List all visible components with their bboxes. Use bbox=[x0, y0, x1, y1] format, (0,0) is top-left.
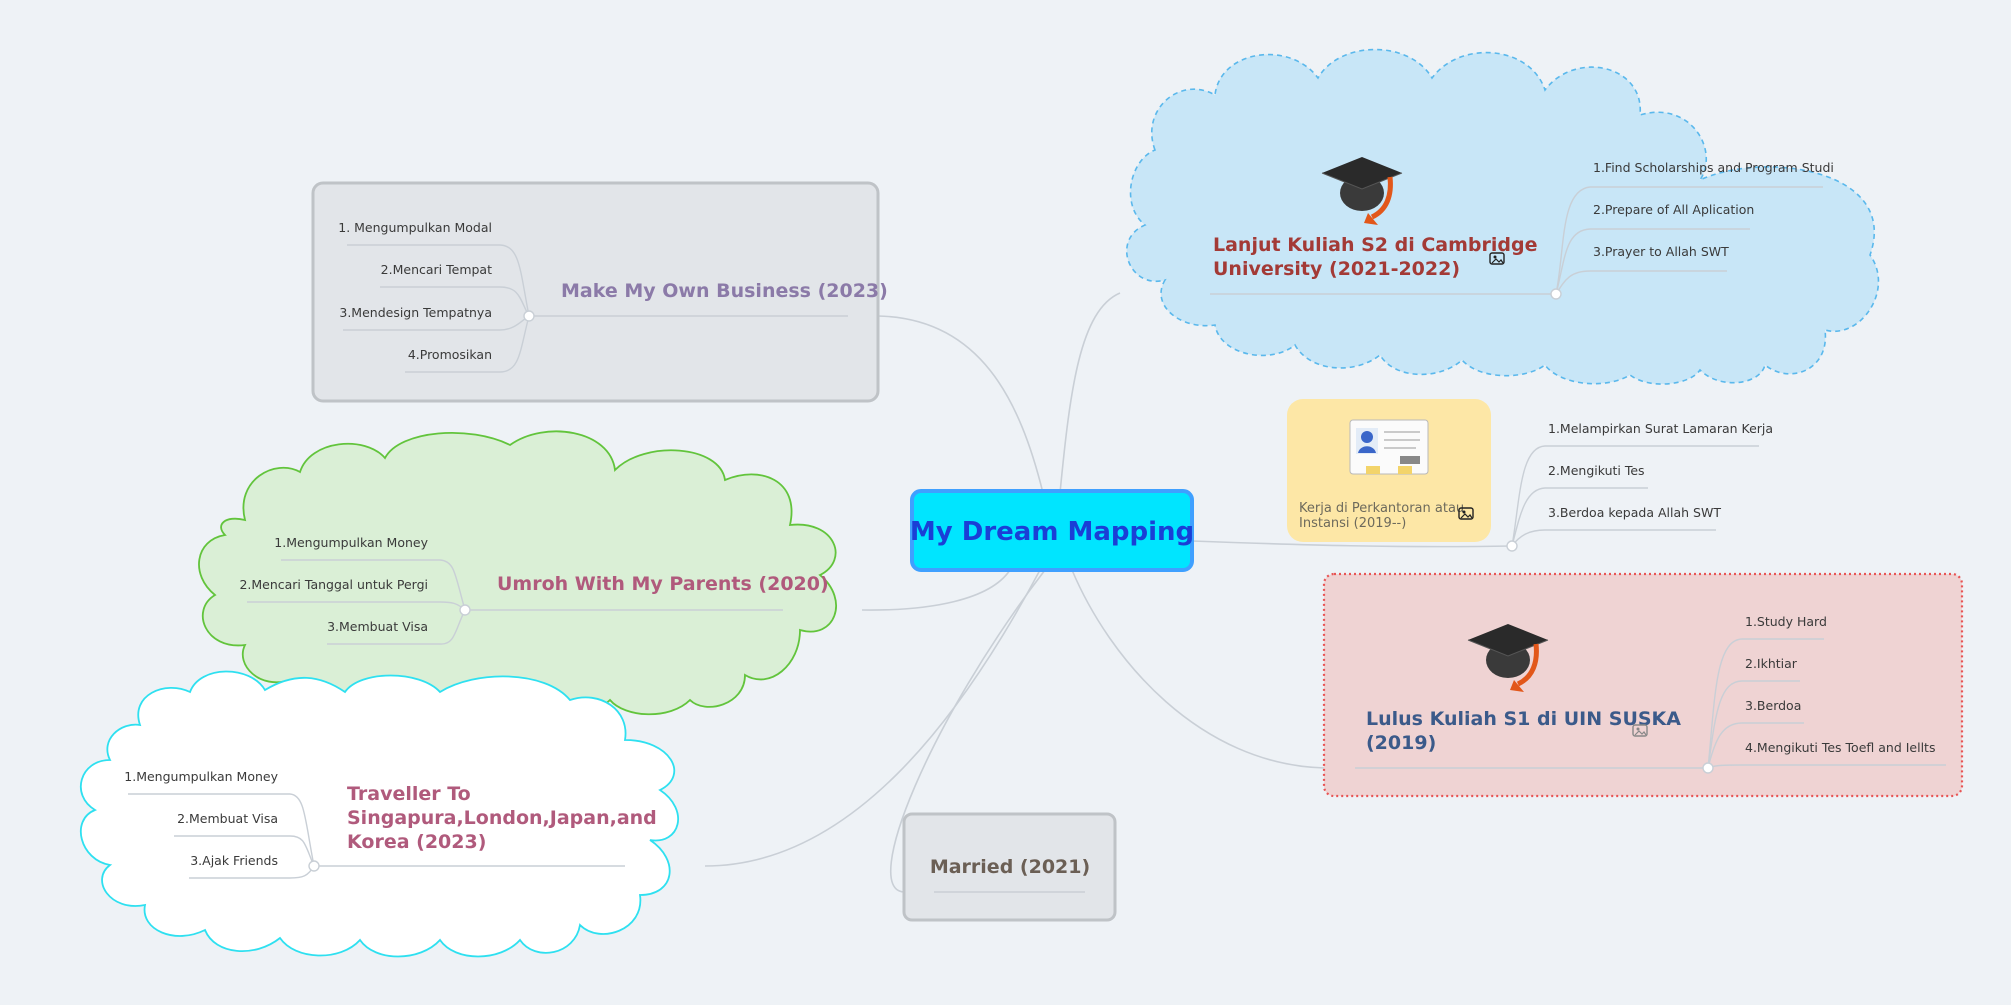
list-item[interactable]: 3.Mendesign Tempatnya bbox=[339, 305, 492, 320]
branch-business[interactable]: Make My Own Business (2023) 1. Mengumpul… bbox=[311, 181, 888, 403]
list-item[interactable]: 4.Promosikan bbox=[408, 347, 492, 362]
list-item[interactable]: 3.Prayer to Allah SWT bbox=[1593, 244, 1729, 259]
list-item[interactable]: 1.Mengumpulkan Money bbox=[274, 535, 428, 550]
list-item[interactable]: 3.Membuat Visa bbox=[327, 619, 428, 634]
cloud-shape bbox=[1126, 48, 1880, 385]
list-item[interactable]: 2.Ikhtiar bbox=[1745, 656, 1798, 671]
branch-title: Make My Own Business (2023) bbox=[561, 280, 888, 302]
sub-connectors bbox=[1707, 638, 1946, 769]
connector-traveller bbox=[704, 569, 1041, 867]
central-topic-box bbox=[910, 489, 1194, 572]
list-item[interactable]: 3.Ajak Friends bbox=[190, 853, 278, 868]
branch-suska[interactable]: Lulus Kuliah S1 di UIN SUSKA (2019) 1.St… bbox=[1322, 572, 1964, 798]
branch-title: Married (2021) bbox=[930, 856, 1090, 878]
branch-title-line1: Traveller To bbox=[347, 783, 471, 805]
branch-traveller[interactable]: Traveller To Singapura,London,Japan,and … bbox=[79, 670, 679, 958]
list-item[interactable]: 3.Berdoa bbox=[1745, 698, 1801, 713]
list-item[interactable]: 2.Mencari Tempat bbox=[381, 262, 492, 277]
branch-kerja[interactable]: Kerja di Perkantoran atau Instansi (2019… bbox=[1287, 399, 1773, 552]
sub-connectors bbox=[1555, 186, 1823, 295]
sub-connectors bbox=[1511, 445, 1759, 547]
connector-cambridge bbox=[1059, 292, 1121, 494]
list-item[interactable]: 2.Mencari Tanggal untuk Pergi bbox=[239, 577, 428, 592]
branch-title-line2: Instansi (2019--) bbox=[1299, 516, 1406, 531]
sub-connectors bbox=[343, 244, 530, 373]
list-item[interactable]: 4.Mengikuti Tes Toefl and Iellts bbox=[1745, 740, 1935, 755]
connector-married bbox=[889, 569, 1046, 893]
branch-married[interactable]: Married (2021) bbox=[902, 812, 1117, 922]
image-icon[interactable] bbox=[1489, 252, 1505, 265]
branch-title-line1: Lulus Kuliah S1 di UIN SUSKA bbox=[1366, 708, 1681, 730]
id-card-icon bbox=[1349, 419, 1429, 475]
sub-connectors bbox=[247, 559, 466, 645]
central-topic-title: My Dream Mapping bbox=[910, 517, 1194, 547]
list-item[interactable]: 2.Membuat Visa bbox=[177, 811, 278, 826]
list-item[interactable]: 1.Find Scholarships and Program Studi bbox=[1593, 160, 1834, 175]
collapse-toggle[interactable] bbox=[459, 604, 471, 616]
connector-suska bbox=[1071, 569, 1326, 769]
branch-title-line2: University (2021-2022) bbox=[1213, 258, 1460, 280]
branch-title-line2: Singapura,London,Japan,and bbox=[347, 807, 657, 829]
graduation-cap-icon bbox=[1467, 624, 1549, 692]
connector-kerja bbox=[1191, 540, 1513, 548]
collapse-toggle[interactable] bbox=[308, 860, 320, 872]
connector-umroh bbox=[861, 569, 1011, 611]
card-shape bbox=[311, 181, 880, 403]
branch-title-line1: Lanjut Kuliah S2 di Cambridge bbox=[1213, 234, 1537, 256]
collapse-toggle[interactable] bbox=[1550, 288, 1562, 300]
branch-title: Umroh With My Parents (2020) bbox=[497, 573, 829, 595]
branch-title-line2: (2019) bbox=[1366, 732, 1436, 754]
list-item[interactable]: 1.Study Hard bbox=[1745, 614, 1827, 629]
branch-cambridge[interactable]: Lanjut Kuliah S2 di Cambridge University… bbox=[1126, 48, 1880, 385]
card-shape bbox=[902, 812, 1117, 922]
list-item[interactable]: 1.Melampirkan Surat Lamaran Kerja bbox=[1548, 421, 1773, 436]
list-item[interactable]: 1.Mengumpulkan Money bbox=[124, 769, 278, 784]
collapse-toggle[interactable] bbox=[1702, 762, 1714, 774]
sub-connectors bbox=[128, 793, 315, 879]
central-topic[interactable]: My Dream Mapping bbox=[910, 489, 1194, 572]
image-icon[interactable] bbox=[1458, 507, 1474, 520]
card-shape bbox=[1322, 572, 1964, 798]
connector-lines bbox=[704, 292, 1513, 893]
connector-business bbox=[877, 315, 1044, 494]
collapse-toggle[interactable] bbox=[1506, 540, 1518, 552]
collapse-toggle[interactable] bbox=[523, 310, 535, 322]
image-icon[interactable] bbox=[1632, 724, 1648, 737]
branch-title-line1: Kerja di Perkantoran atau bbox=[1299, 501, 1464, 516]
list-item[interactable]: 2.Prepare of All Aplication bbox=[1593, 202, 1754, 217]
cloud-shape bbox=[79, 670, 679, 958]
list-item[interactable]: 3.Berdoa kepada Allah SWT bbox=[1548, 505, 1721, 520]
graduation-cap-icon bbox=[1321, 157, 1403, 225]
list-item[interactable]: 1. Mengumpulkan Modal bbox=[338, 220, 492, 235]
list-item[interactable]: 2.Mengikuti Tes bbox=[1548, 463, 1645, 478]
branch-umroh[interactable]: Umroh With My Parents (2020) 1.Mengumpul… bbox=[198, 430, 837, 716]
branch-title-line3: Korea (2023) bbox=[347, 831, 486, 853]
